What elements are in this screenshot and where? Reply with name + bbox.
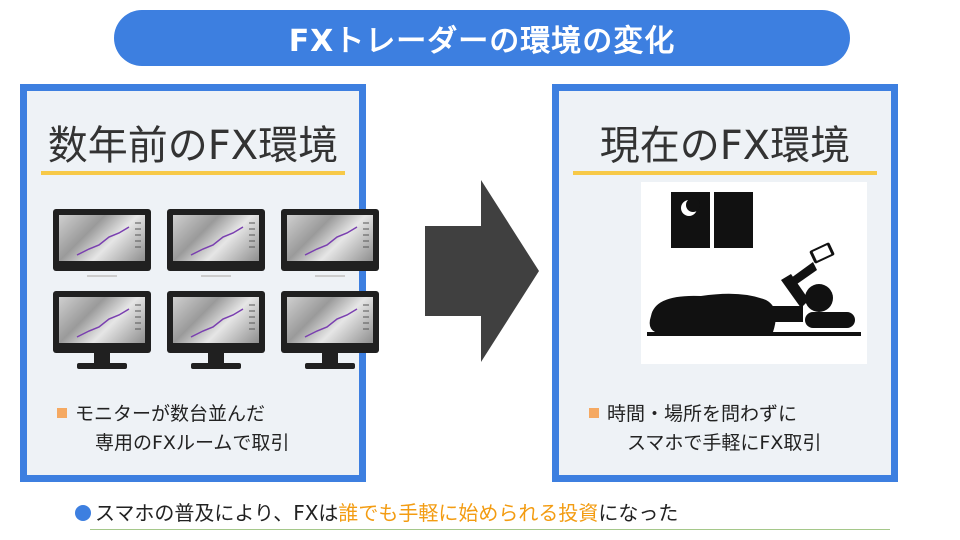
current-panel-heading: 現在のFX環境 (599, 123, 851, 169)
monitor-icon (281, 291, 379, 369)
monitor-icon (53, 291, 151, 369)
monitor-icon (167, 209, 265, 277)
current-bullet-text: 時間・場所を問わずに スマホで手軽にFX取引 (589, 400, 821, 458)
footer-text-part2: になった (598, 501, 679, 525)
footer-divider (90, 529, 890, 530)
heading-underline (573, 171, 877, 175)
footer-highlight: 誰でも手軽に始められる投資 (338, 501, 599, 525)
person-lying-with-smartphone-illustration (641, 182, 867, 364)
monitor-icon (167, 291, 265, 369)
current-bullet-line1: 時間・場所を問わずに (607, 403, 798, 425)
footer-text-part1: スマホの普及により、FXは (95, 501, 339, 525)
right-arrow-icon (425, 180, 539, 362)
current-environment-panel: 現在のFX環境 時間・場所を問わずに スマホで手軽にFX取引 (552, 84, 898, 482)
page-title: FXトレーダーの環境の変化 (288, 24, 676, 59)
monitor-icon (53, 209, 151, 277)
bullet-square-icon (589, 407, 599, 418)
circle-bullet-icon (75, 504, 91, 521)
footer-summary: スマホの普及により、FXは誰でも手軽に始められる投資になった (75, 497, 678, 526)
heading-underline (41, 171, 345, 175)
past-environment-panel: 数年前のFX環境 (20, 84, 379, 482)
past-bullet-line1: モニターが数台並んだ (75, 403, 266, 425)
past-bullet-line2: 専用のFXルームで取引 (95, 432, 290, 454)
past-bullet-text: モニターが数台並んだ 専用のFXルームで取引 (57, 400, 289, 458)
title-banner: FXトレーダーの環境の変化 (114, 10, 850, 66)
current-bullet-line2: スマホで手軽にFX取引 (627, 432, 822, 454)
past-panel-heading: 数年前のFX環境 (47, 123, 339, 169)
monitor-icon (281, 209, 379, 277)
bullet-square-icon (57, 407, 67, 418)
